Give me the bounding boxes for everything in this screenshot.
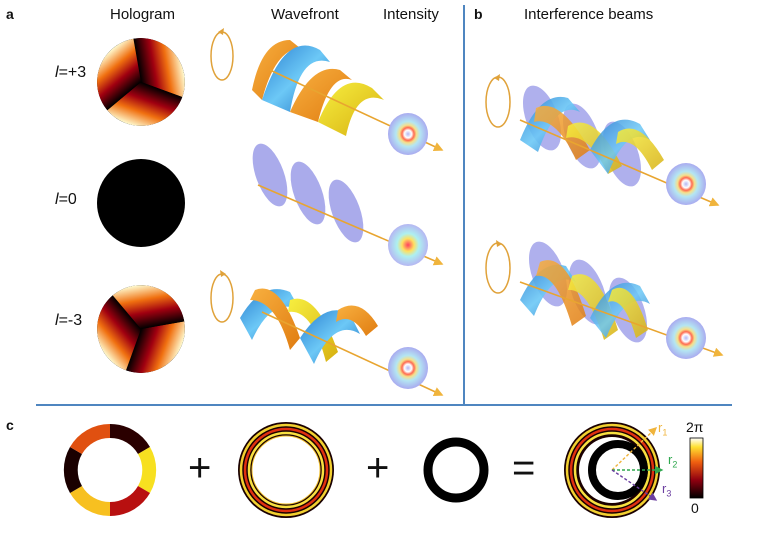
phase-colorbar	[689, 437, 704, 499]
wavefront-l-0	[252, 143, 444, 266]
wavefront-l-minus-3	[210, 270, 444, 397]
radius-arrow-r1	[611, 427, 658, 471]
colorbar-max-label: 2π	[686, 419, 704, 435]
wavefront-l-plus-3	[210, 28, 444, 155]
colorbar-min-label: 0	[691, 500, 699, 516]
plus-operator-2: +	[366, 446, 390, 490]
vertical-divider	[463, 5, 465, 405]
row-label-l-minus-3: l=-3	[55, 312, 83, 329]
plus-operator-1: +	[188, 446, 212, 490]
panel-a-letter: a	[6, 6, 14, 22]
concentric-grating	[238, 422, 334, 518]
annular-hologram	[63, 423, 157, 517]
column-wavefront-heading: Wavefront	[271, 6, 339, 23]
rotation-arrow-icon	[210, 31, 234, 81]
interference-beam-top	[485, 74, 720, 207]
horizontal-divider	[36, 404, 732, 406]
rotation-arrow-icon	[485, 76, 511, 128]
column-hologram-heading: Hologram	[110, 6, 176, 23]
intensity-l-minus-3	[388, 347, 428, 389]
interference-beam-bottom	[485, 240, 724, 359]
interference-intensity-bottom	[666, 317, 706, 359]
black-ring	[423, 437, 489, 503]
hologram-l-minus-3	[97, 285, 185, 373]
column-intensity-heading: Intensity	[383, 6, 439, 23]
radius-label-r3: r3	[662, 481, 672, 499]
combined-hologram	[564, 422, 664, 518]
panel-b-letter: b	[474, 6, 483, 22]
interference-intensity-top	[666, 163, 706, 205]
radius-label-r1: r1	[658, 420, 668, 438]
panel-b-title: Interference beams	[524, 6, 654, 23]
equals-operator: =	[512, 446, 536, 490]
row-label-l-plus-3: l=+3	[55, 64, 87, 81]
intensity-l-0	[388, 224, 428, 266]
hologram-l-0	[97, 159, 185, 247]
intensity-l-plus-3	[388, 113, 428, 155]
panel-c-letter: c	[6, 417, 14, 433]
radius-arrow-r3	[611, 469, 658, 501]
row-label-l-0: l=0	[55, 191, 77, 208]
radius-label-r2: r2	[668, 452, 678, 470]
hologram-l-plus-3	[97, 38, 185, 126]
rotation-arrow-icon	[210, 273, 234, 323]
rotation-arrow-icon	[485, 242, 511, 294]
